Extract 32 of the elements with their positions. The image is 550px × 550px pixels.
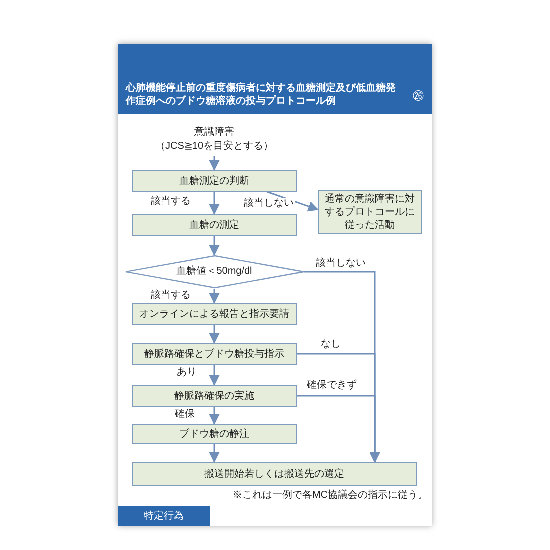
process-box: 血糖の測定 — [132, 214, 297, 236]
arrow — [209, 236, 220, 256]
start-text: （JCS≧10を目安とする） — [155, 140, 274, 154]
page-number: ㉖ — [413, 90, 424, 104]
arrow — [209, 192, 220, 216]
arrow — [209, 365, 220, 386]
process-box: 血糖測定の判断 — [132, 170, 297, 192]
footnote: ※これは一例で各MC協議会の指示に従う。 — [232, 490, 428, 502]
process-box: ブドウ糖の静注 — [132, 424, 297, 444]
arrow — [297, 395, 380, 464]
edge-label: 該当しない — [315, 258, 367, 270]
process-box: 通常の意識障害に対するプロトコールに従った活動 — [318, 190, 422, 234]
edge-label: 確保 — [174, 409, 196, 421]
decision-diamond — [124, 255, 304, 289]
edge-label: なし — [320, 339, 342, 351]
edge-label: 該当しない — [243, 198, 295, 210]
arrow — [209, 325, 220, 344]
category-tab: 特定行為 — [118, 506, 210, 526]
edge-label: 該当する — [150, 196, 192, 208]
arrow — [209, 289, 220, 304]
arrow — [209, 444, 220, 464]
edge-label: 確保できず — [306, 380, 358, 392]
process-box: 静脈路確保とブドウ糖投与指示 — [132, 343, 297, 365]
edge-label: 該当する — [150, 290, 192, 302]
title-text: 心肺機能停止前の重度傷病者に対する血糖測定及び低血糖発作症例へのブドウ糖溶液の投与プロトコール例 — [126, 82, 397, 108]
process-box: 搬送開始若しくは搬送先の選定 — [132, 462, 417, 486]
arrow — [209, 156, 220, 172]
decision-text: 血糖値＜50mg/dl — [176, 266, 252, 278]
process-box: 静脈路確保の実施 — [132, 385, 297, 407]
arrow — [209, 407, 220, 426]
process-box: オンラインによる報告と指示要請 — [132, 303, 297, 325]
start-text: 意識障害 — [194, 126, 234, 140]
